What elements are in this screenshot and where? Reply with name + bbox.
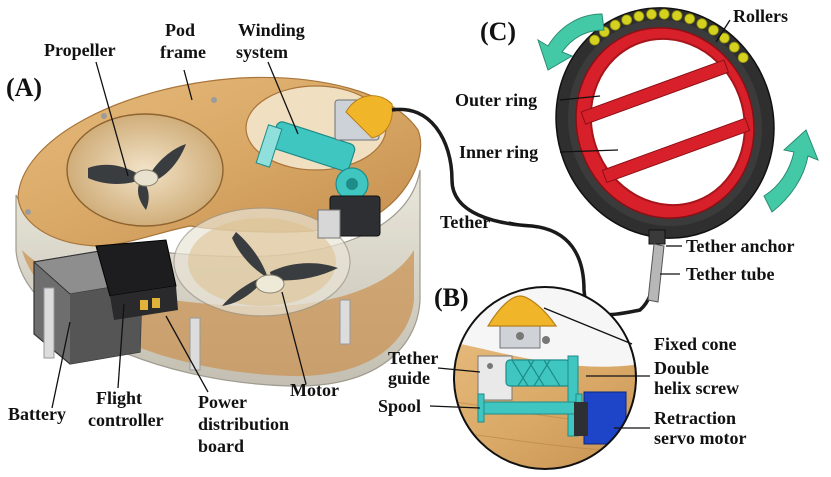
- rollers-group: [589, 8, 749, 63]
- roller: [684, 13, 696, 25]
- inner-ring-bar-lower: [601, 117, 751, 184]
- roller: [708, 24, 719, 36]
- tether-cable: [391, 107, 660, 317]
- label-double-helix-2: helix screw: [654, 378, 739, 398]
- tether-tube: [647, 243, 665, 303]
- labels: (A) (B) (C) Propeller Pod frame Winding …: [6, 6, 795, 456]
- winding-system: [255, 99, 381, 239]
- retraction-servo: [583, 391, 627, 445]
- label-motor: Motor: [290, 380, 339, 400]
- label-retraction-servo-2: servo motor: [654, 428, 746, 448]
- standoff-left: [43, 287, 55, 359]
- propeller-front: [222, 232, 338, 306]
- spool: [477, 401, 583, 415]
- label-rollers: Rollers: [733, 6, 788, 26]
- flight-controller: [95, 239, 178, 320]
- label-tether-guide-1: Tether: [388, 348, 438, 368]
- label-tether-anchor: Tether anchor: [686, 236, 795, 256]
- standoff-motor: [339, 299, 351, 345]
- label-tether-tube: Tether tube: [686, 264, 775, 284]
- label-pod-frame-1: Pod: [165, 20, 195, 40]
- standoff-right: [189, 317, 201, 371]
- panel-label-c: (C): [480, 17, 516, 46]
- propeller-rear: [88, 144, 186, 210]
- label-propeller: Propeller: [44, 40, 116, 60]
- label-battery: Battery: [8, 404, 66, 424]
- fixed-cone: [486, 295, 558, 327]
- label-double-helix-1: Double: [654, 358, 709, 378]
- label-pod-frame-2: frame: [160, 42, 206, 62]
- roller: [646, 8, 657, 20]
- roller: [658, 8, 670, 20]
- label-outer-ring: Outer ring: [455, 90, 537, 110]
- rotation-arrow-right: [763, 129, 819, 213]
- roller: [633, 10, 645, 22]
- magnified-view: [453, 286, 637, 470]
- roller: [696, 18, 708, 30]
- double-helix-screw: [505, 359, 571, 387]
- ring-assembly: [555, 7, 775, 239]
- rotation-arrow-top: [537, 13, 605, 71]
- inner-ring-bar-upper: [580, 59, 730, 125]
- label-winding-system-1: Winding: [238, 20, 305, 40]
- label-tether-guide-2: guide: [388, 368, 430, 388]
- leader-lines: [51, 19, 731, 429]
- label-spool: Spool: [378, 396, 421, 416]
- label-winding-system-2: system: [236, 42, 288, 62]
- roller: [671, 10, 683, 22]
- roller: [589, 34, 600, 46]
- panel-label-a: (A): [6, 73, 42, 102]
- roller: [621, 14, 633, 26]
- roller: [609, 19, 621, 31]
- panel-label-b: (B): [434, 283, 469, 312]
- label-tether: Tether: [440, 212, 490, 232]
- label-power-dist-3: board: [198, 436, 244, 456]
- roller: [737, 52, 749, 63]
- label-power-dist-2: distribution: [198, 414, 289, 434]
- pod-cone: [345, 95, 393, 139]
- tether-anchor: [648, 229, 666, 245]
- label-power-dist-1: Power: [198, 392, 247, 412]
- roller: [728, 41, 740, 53]
- label-retraction-servo-1: Retraction: [654, 408, 736, 428]
- pod-assembly: [15, 76, 422, 387]
- pod-base-plate: [22, 250, 414, 377]
- label-fixed-cone: Fixed cone: [654, 334, 737, 354]
- label-flight-controller-2: controller: [88, 410, 164, 430]
- label-flight-controller-1: Flight: [96, 388, 142, 408]
- roller: [719, 32, 730, 44]
- label-inner-ring: Inner ring: [459, 142, 538, 162]
